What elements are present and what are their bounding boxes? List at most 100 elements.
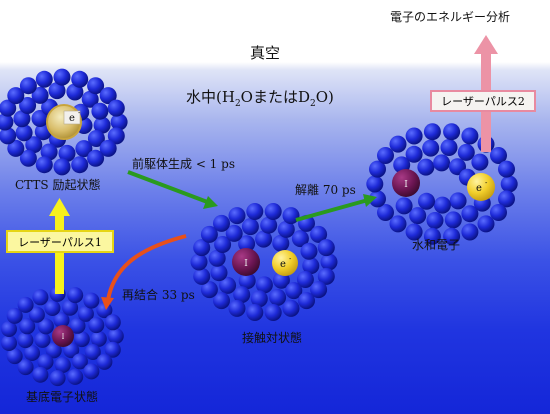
water-molecule bbox=[477, 215, 495, 233]
water-molecule bbox=[17, 359, 34, 376]
water-molecule bbox=[228, 207, 246, 225]
water-molecule bbox=[73, 331, 90, 348]
water-molecule bbox=[15, 124, 33, 142]
water-molecule bbox=[93, 116, 111, 134]
water-molecule bbox=[193, 267, 211, 285]
water-molecule bbox=[228, 299, 246, 317]
water-molecule bbox=[238, 235, 256, 253]
water-molecule bbox=[422, 139, 440, 157]
hydrated-iodide-label: I bbox=[404, 180, 408, 190]
water-molecule bbox=[282, 207, 300, 225]
water-molecule bbox=[369, 190, 386, 208]
water-molecule bbox=[246, 304, 264, 321]
water-molecule bbox=[19, 97, 37, 114]
contact-iodide-label: I bbox=[244, 259, 248, 269]
laser-pulse-2-box: レーザーパルス2 bbox=[430, 90, 536, 112]
water-molecule bbox=[71, 70, 89, 88]
water-molecule bbox=[37, 354, 54, 370]
water-molecule bbox=[28, 306, 45, 323]
water-molecule bbox=[104, 341, 121, 358]
water-molecule bbox=[210, 264, 228, 282]
recombination-label: 再結合 33 ps bbox=[122, 288, 195, 302]
water-molecule bbox=[440, 139, 458, 156]
water-molecule bbox=[83, 292, 100, 309]
ground-state-text: 基底電子状態 bbox=[26, 390, 99, 404]
water-molecule bbox=[213, 292, 230, 310]
water-molecule bbox=[190, 253, 208, 271]
water-molecule bbox=[389, 135, 407, 153]
arrow-laser1 bbox=[49, 198, 70, 294]
water-molecule bbox=[45, 342, 62, 359]
water-molecule bbox=[87, 130, 105, 147]
water-molecule bbox=[200, 225, 218, 243]
water-molecule bbox=[53, 158, 71, 176]
water-label-prefix: 水中(H bbox=[186, 88, 235, 106]
water-molecule bbox=[423, 227, 441, 245]
water-molecule bbox=[17, 296, 34, 313]
water-molecule bbox=[19, 318, 36, 335]
water-molecule bbox=[35, 70, 53, 88]
water-molecule bbox=[84, 344, 101, 360]
water-molecule bbox=[444, 211, 462, 229]
water-molecule bbox=[69, 317, 86, 334]
water-molecule bbox=[19, 149, 37, 167]
water-molecule bbox=[1, 335, 17, 351]
water-molecule bbox=[490, 147, 507, 164]
water-molecule bbox=[310, 225, 328, 243]
water-molecule bbox=[395, 197, 413, 215]
water-molecule bbox=[238, 272, 256, 290]
water-molecule bbox=[0, 113, 14, 131]
contact-electron-charge: - bbox=[289, 255, 292, 263]
water-molecule bbox=[13, 110, 31, 128]
water-molecule bbox=[0, 127, 17, 145]
water-molecule bbox=[53, 312, 70, 329]
water-molecule bbox=[449, 192, 467, 210]
water-molecule bbox=[107, 127, 125, 145]
ground-iodide: I bbox=[52, 325, 74, 347]
water-molecule bbox=[87, 77, 105, 95]
ctts-electron-label: e bbox=[69, 113, 75, 124]
water-molecule bbox=[193, 239, 211, 257]
water-molecule bbox=[317, 267, 335, 285]
water-molecule bbox=[0, 99, 17, 117]
water-molecule bbox=[250, 290, 268, 308]
ground-iodide-label: I bbox=[62, 333, 65, 341]
water-molecule bbox=[490, 204, 507, 221]
water-molecule bbox=[67, 368, 84, 385]
water-molecule bbox=[35, 156, 53, 174]
water-molecule bbox=[417, 158, 435, 176]
water-molecule bbox=[44, 300, 61, 316]
water-molecule bbox=[369, 160, 386, 178]
water-molecule bbox=[377, 147, 394, 164]
water-molecule bbox=[260, 216, 278, 234]
water-molecule bbox=[49, 370, 66, 387]
water-molecule bbox=[405, 127, 423, 145]
water-molecule bbox=[62, 299, 79, 316]
energy-analysis-label: 電子のエネルギー分析 bbox=[390, 10, 511, 24]
water-molecule bbox=[298, 292, 315, 310]
water-molecule bbox=[200, 281, 218, 299]
laser-pulse-1-box: レーザーパルス1 bbox=[6, 230, 114, 253]
water-molecule bbox=[48, 82, 66, 100]
water-molecule bbox=[75, 140, 93, 158]
arrow-recombination bbox=[101, 234, 187, 310]
water-molecule bbox=[498, 160, 515, 178]
water-molecule bbox=[296, 271, 314, 288]
water-molecule bbox=[409, 207, 427, 225]
water-molecule bbox=[282, 299, 300, 317]
water-molecule bbox=[500, 175, 518, 193]
water-label-mid: OまたはD bbox=[240, 88, 310, 106]
water-molecule bbox=[443, 123, 461, 141]
water-molecule bbox=[7, 87, 25, 105]
water-molecule bbox=[88, 317, 105, 334]
water-molecule bbox=[405, 145, 423, 163]
ctts-excited-label: CTTS 励起状態 bbox=[15, 178, 101, 192]
water-molecule bbox=[291, 230, 309, 248]
water-molecule bbox=[34, 331, 51, 348]
water-molecule bbox=[219, 276, 237, 294]
hydrated-electron-text: 水和電子 bbox=[412, 238, 461, 252]
water-molecule bbox=[6, 307, 23, 324]
water-molecule bbox=[225, 224, 243, 242]
water-molecule bbox=[24, 345, 40, 361]
water-molecule bbox=[107, 328, 124, 344]
